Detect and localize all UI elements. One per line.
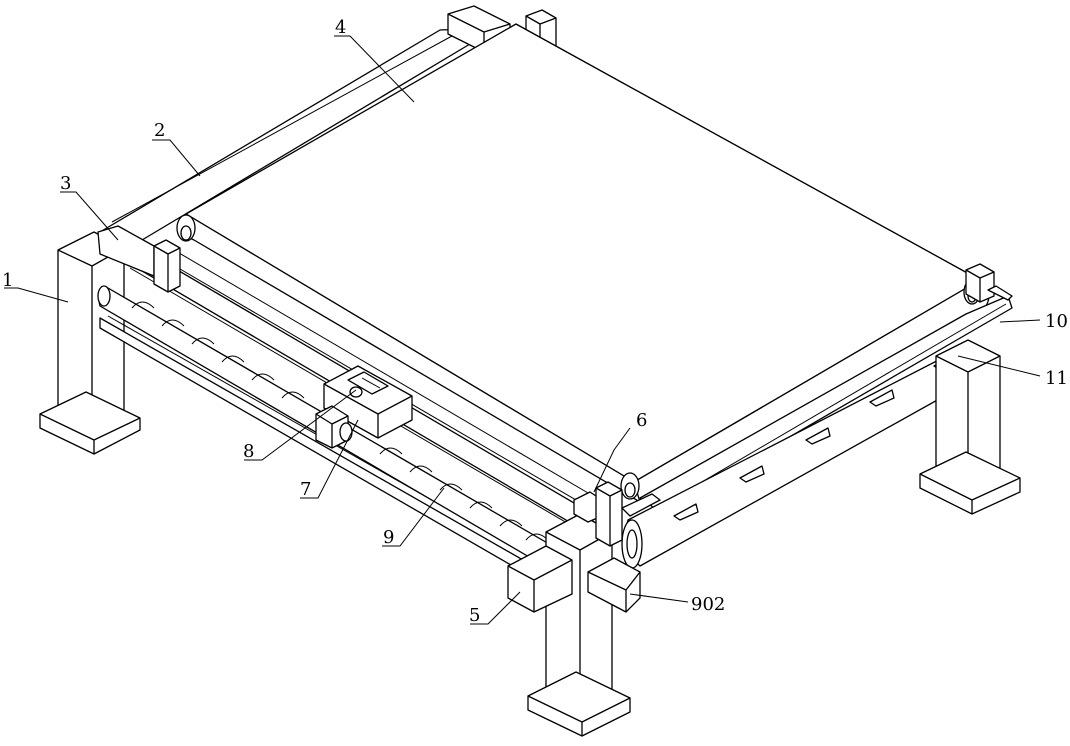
label-5: 5 xyxy=(469,605,480,626)
front-roller-end-left xyxy=(176,214,196,242)
label-7: 7 xyxy=(300,479,311,500)
label-4: 4 xyxy=(335,17,346,38)
label-3: 3 xyxy=(60,173,71,194)
label-9: 9 xyxy=(383,527,394,548)
front-roller-end-right xyxy=(620,472,640,500)
right-bracket xyxy=(965,263,1013,303)
back-right-leg xyxy=(919,339,1021,515)
label-11: 11 xyxy=(1045,368,1068,389)
label-1: 1 xyxy=(2,270,13,291)
label-2: 2 xyxy=(154,120,165,141)
callout-labels: 1 2 3 4 5 6 7 8 9 10 11 902 xyxy=(2,17,1068,626)
motor-902 xyxy=(587,557,641,613)
label-10: 10 xyxy=(1045,311,1068,332)
left-leg xyxy=(39,231,141,455)
slider-carriage xyxy=(315,365,413,449)
callout-leaders xyxy=(4,35,1041,625)
left-bracket xyxy=(97,225,181,293)
motor-5 xyxy=(507,545,573,613)
label-902: 902 xyxy=(691,594,725,615)
front-bracket-6 xyxy=(573,481,661,547)
right-side-roller xyxy=(621,295,1013,569)
label-6: 6 xyxy=(636,410,647,431)
label-8: 8 xyxy=(243,441,254,462)
